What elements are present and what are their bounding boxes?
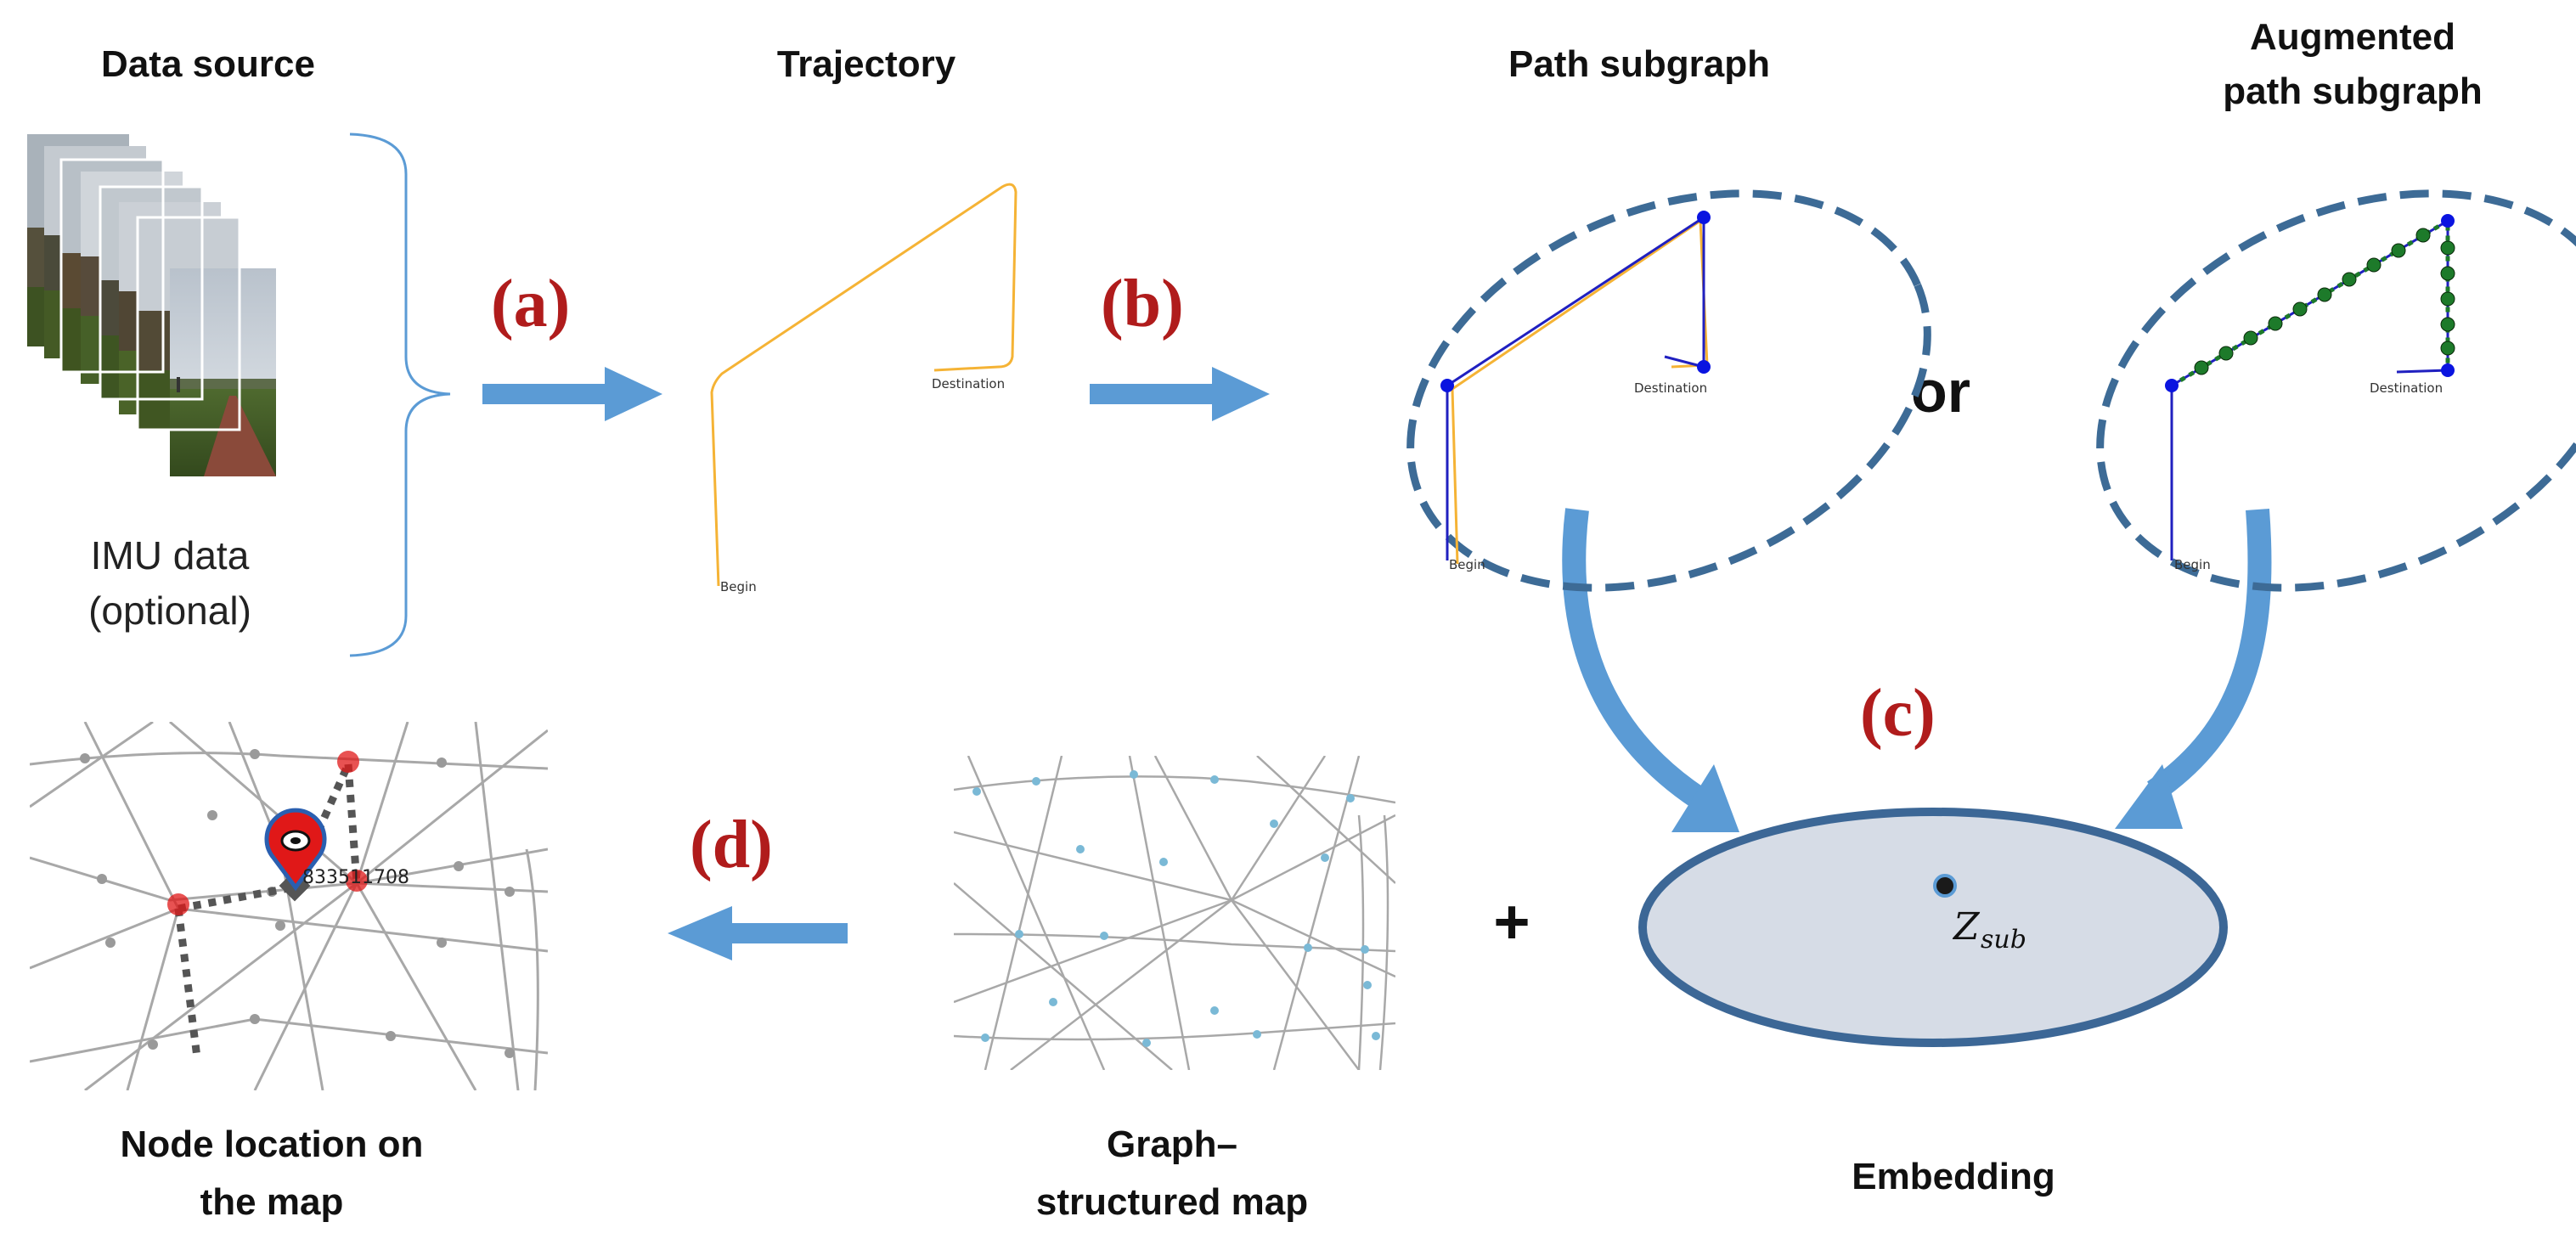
location-pin-icon bbox=[264, 808, 327, 892]
trajectory-destination-label: Destination bbox=[932, 376, 1005, 391]
plus-sign: + bbox=[1493, 887, 1530, 957]
node-location-title-line2: the map bbox=[200, 1181, 344, 1223]
augmented-subgraph-plot: Begin Destination bbox=[2096, 189, 2576, 592]
node-location-title-line1: Node location on bbox=[120, 1124, 424, 1165]
step-d-label: (d) bbox=[690, 808, 773, 882]
augmented-title-line1: Augmented bbox=[2250, 16, 2455, 58]
data-source-title: Data source bbox=[101, 43, 315, 85]
step-c-label: (c) bbox=[1860, 676, 1936, 751]
augmented-title-line2: path subgraph bbox=[2223, 70, 2483, 112]
node-location-map: 833511708 bbox=[30, 722, 548, 1090]
embedding-z-subscript: sub bbox=[1981, 925, 2026, 955]
path-subgraph-title: Path subgraph bbox=[1508, 43, 1771, 85]
embedding-z-symbol: Z bbox=[1952, 905, 1981, 949]
imu-label-line1: IMU data bbox=[90, 533, 250, 577]
augmented-begin-label: Begin bbox=[2174, 557, 2211, 572]
photo-stack-icon bbox=[27, 134, 276, 476]
trajectory-plot: Begin Destination bbox=[710, 183, 1017, 594]
graph-map-title-line1: Graph– bbox=[1106, 1124, 1238, 1165]
arrow-c-right bbox=[2115, 508, 2272, 829]
node-id-label: 833511708 bbox=[302, 867, 409, 888]
arrow-c-left bbox=[1562, 508, 1739, 832]
subgraph-destination-label: Destination bbox=[1634, 380, 1707, 396]
step-a-label: (a) bbox=[491, 267, 571, 341]
step-b-label: (b) bbox=[1101, 267, 1184, 341]
arrow-a bbox=[482, 367, 662, 421]
graph-structured-map bbox=[954, 756, 1395, 1070]
embedding-title: Embedding bbox=[1852, 1156, 2055, 1197]
embedding-space: Z sub bbox=[1638, 808, 2228, 1047]
graph-map-title-line2: structured map bbox=[1035, 1181, 1309, 1223]
arrow-d bbox=[668, 906, 848, 960]
imu-label-line2: (optional) bbox=[88, 589, 251, 633]
arrow-b bbox=[1090, 367, 1270, 421]
subgraph-begin-label: Begin bbox=[1449, 557, 1485, 572]
grouping-brace bbox=[349, 132, 451, 657]
trajectory-begin-label: Begin bbox=[720, 579, 757, 594]
path-subgraph-plot: Begin Destination bbox=[1406, 189, 1931, 592]
trajectory-title: Trajectory bbox=[776, 43, 956, 85]
augmented-destination-label: Destination bbox=[2370, 380, 2443, 396]
